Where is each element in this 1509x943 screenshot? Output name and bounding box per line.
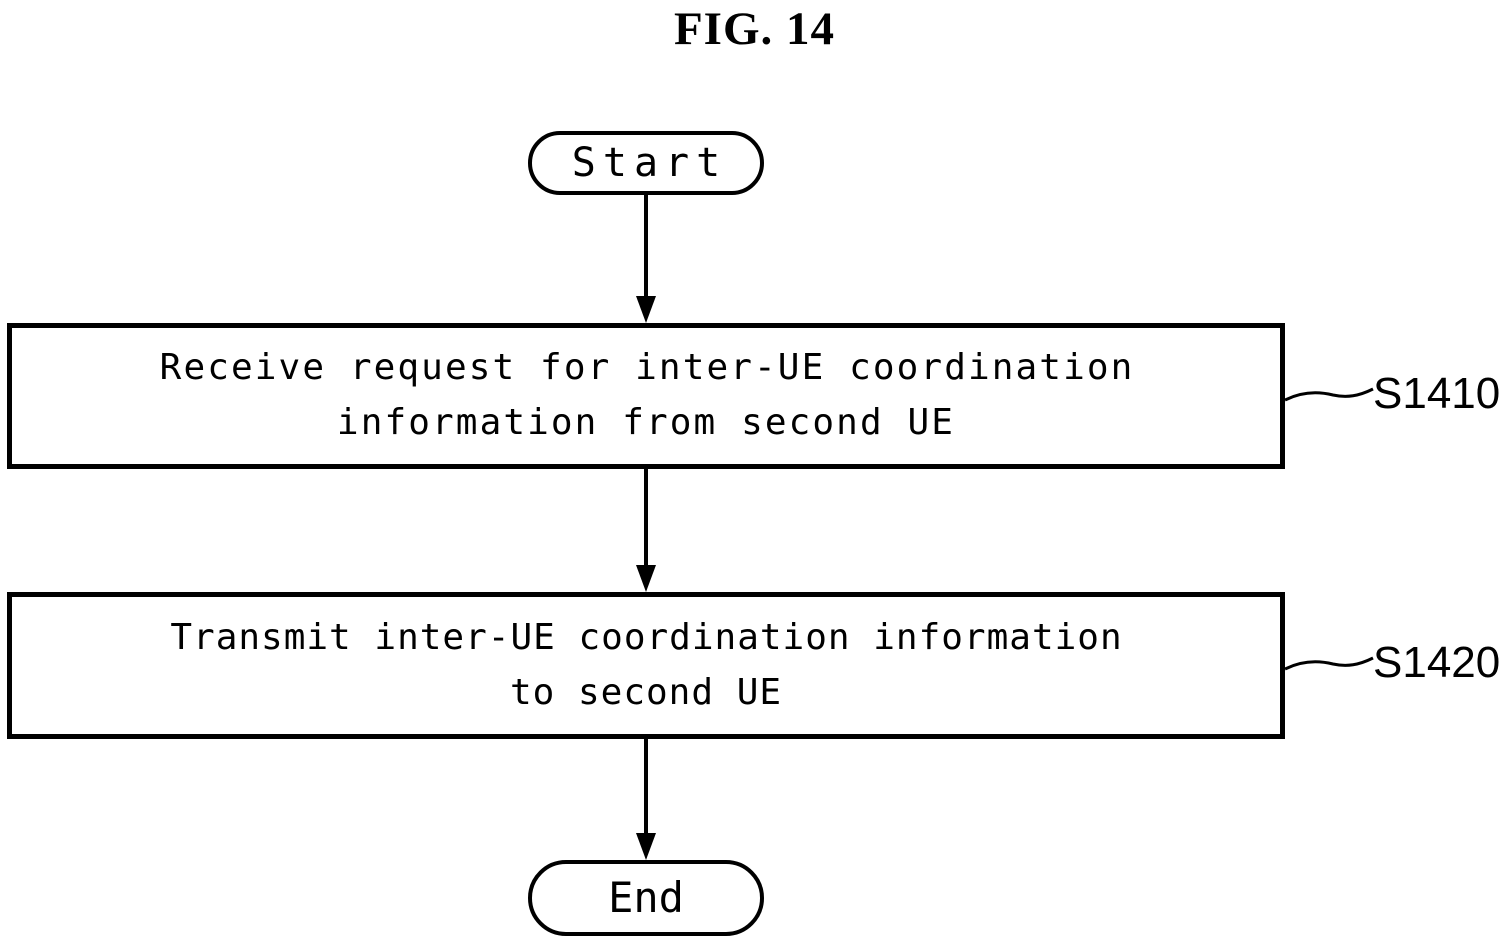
flowchart-node-s1420: Transmit inter-UE coordination informati… xyxy=(7,592,1285,739)
figure-title: FIG. 14 xyxy=(673,3,836,55)
arrowhead-down-icon xyxy=(636,565,656,592)
s1410-step-label: Receive request for inter-UE coordinatio… xyxy=(159,347,1135,443)
flowchart-node-start: Start xyxy=(528,131,764,195)
connector-s1410-to-s1420 xyxy=(636,469,656,592)
end-node-label: End xyxy=(608,873,684,922)
s1410-reference-text: S1410 xyxy=(1373,369,1501,418)
connector-shaft xyxy=(644,739,648,833)
s1420-step-label: Transmit inter-UE coordination informati… xyxy=(170,616,1123,713)
connector-shaft xyxy=(644,469,648,565)
arrowhead-down-icon xyxy=(636,296,656,323)
flowchart-node-end: End xyxy=(528,860,764,936)
arrowhead-down-icon xyxy=(636,833,656,860)
connector-shaft xyxy=(644,195,648,296)
reference-callout-s1420: S1420 xyxy=(1285,641,1500,685)
flowchart-node-s1410: Receive request for inter-UE coordinatio… xyxy=(7,323,1285,469)
s1420-reference-text: S1420 xyxy=(1373,638,1501,687)
connector-s1420-to-end xyxy=(636,739,656,860)
wavy-leader-line-icon xyxy=(1285,656,1374,671)
start-node-label: Start xyxy=(571,140,728,186)
reference-callout-s1410: S1410 xyxy=(1285,372,1500,416)
connector-start-to-s1410 xyxy=(636,195,656,323)
wavy-leader-line-icon xyxy=(1285,387,1374,402)
